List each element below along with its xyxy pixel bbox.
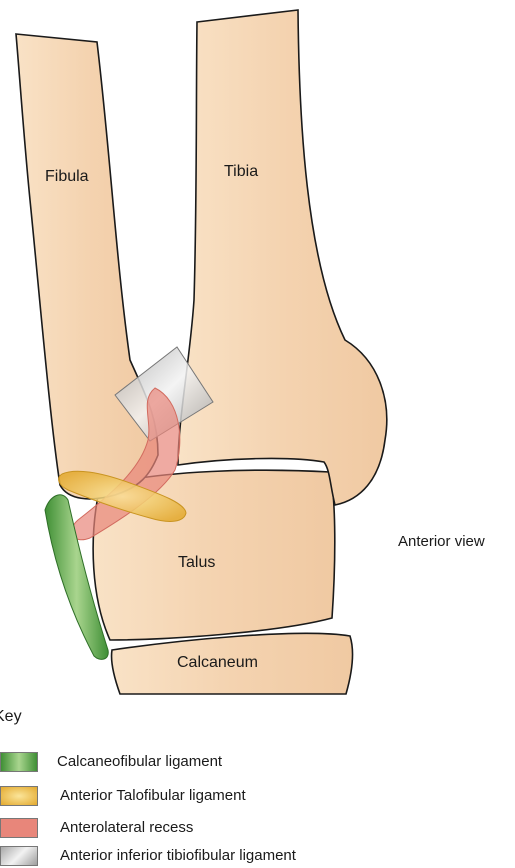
key-label: Anterolateral recess <box>60 819 193 836</box>
tibia-label: Tibia <box>224 163 258 181</box>
talofibular-swatch <box>0 786 38 806</box>
ankle-diagram <box>0 0 515 700</box>
tibiofibular-swatch <box>0 846 38 866</box>
tibia-bone <box>178 10 387 505</box>
fibula-bone <box>16 34 158 499</box>
key-title: Key <box>0 708 22 726</box>
fibula-label: Fibula <box>45 168 89 186</box>
key-label: Anterior Talofibular ligament <box>60 787 246 804</box>
view-label: Anterior view <box>398 533 485 550</box>
calcaneofibular-swatch <box>0 752 38 772</box>
calcaneum-label: Calcaneum <box>177 654 258 672</box>
talus-label: Talus <box>178 554 215 572</box>
key-label: Calcaneofibular ligament <box>57 753 222 770</box>
key-label: Anterior inferior tibiofibular ligament <box>60 847 296 864</box>
anterolateral-recess-swatch <box>0 818 38 838</box>
